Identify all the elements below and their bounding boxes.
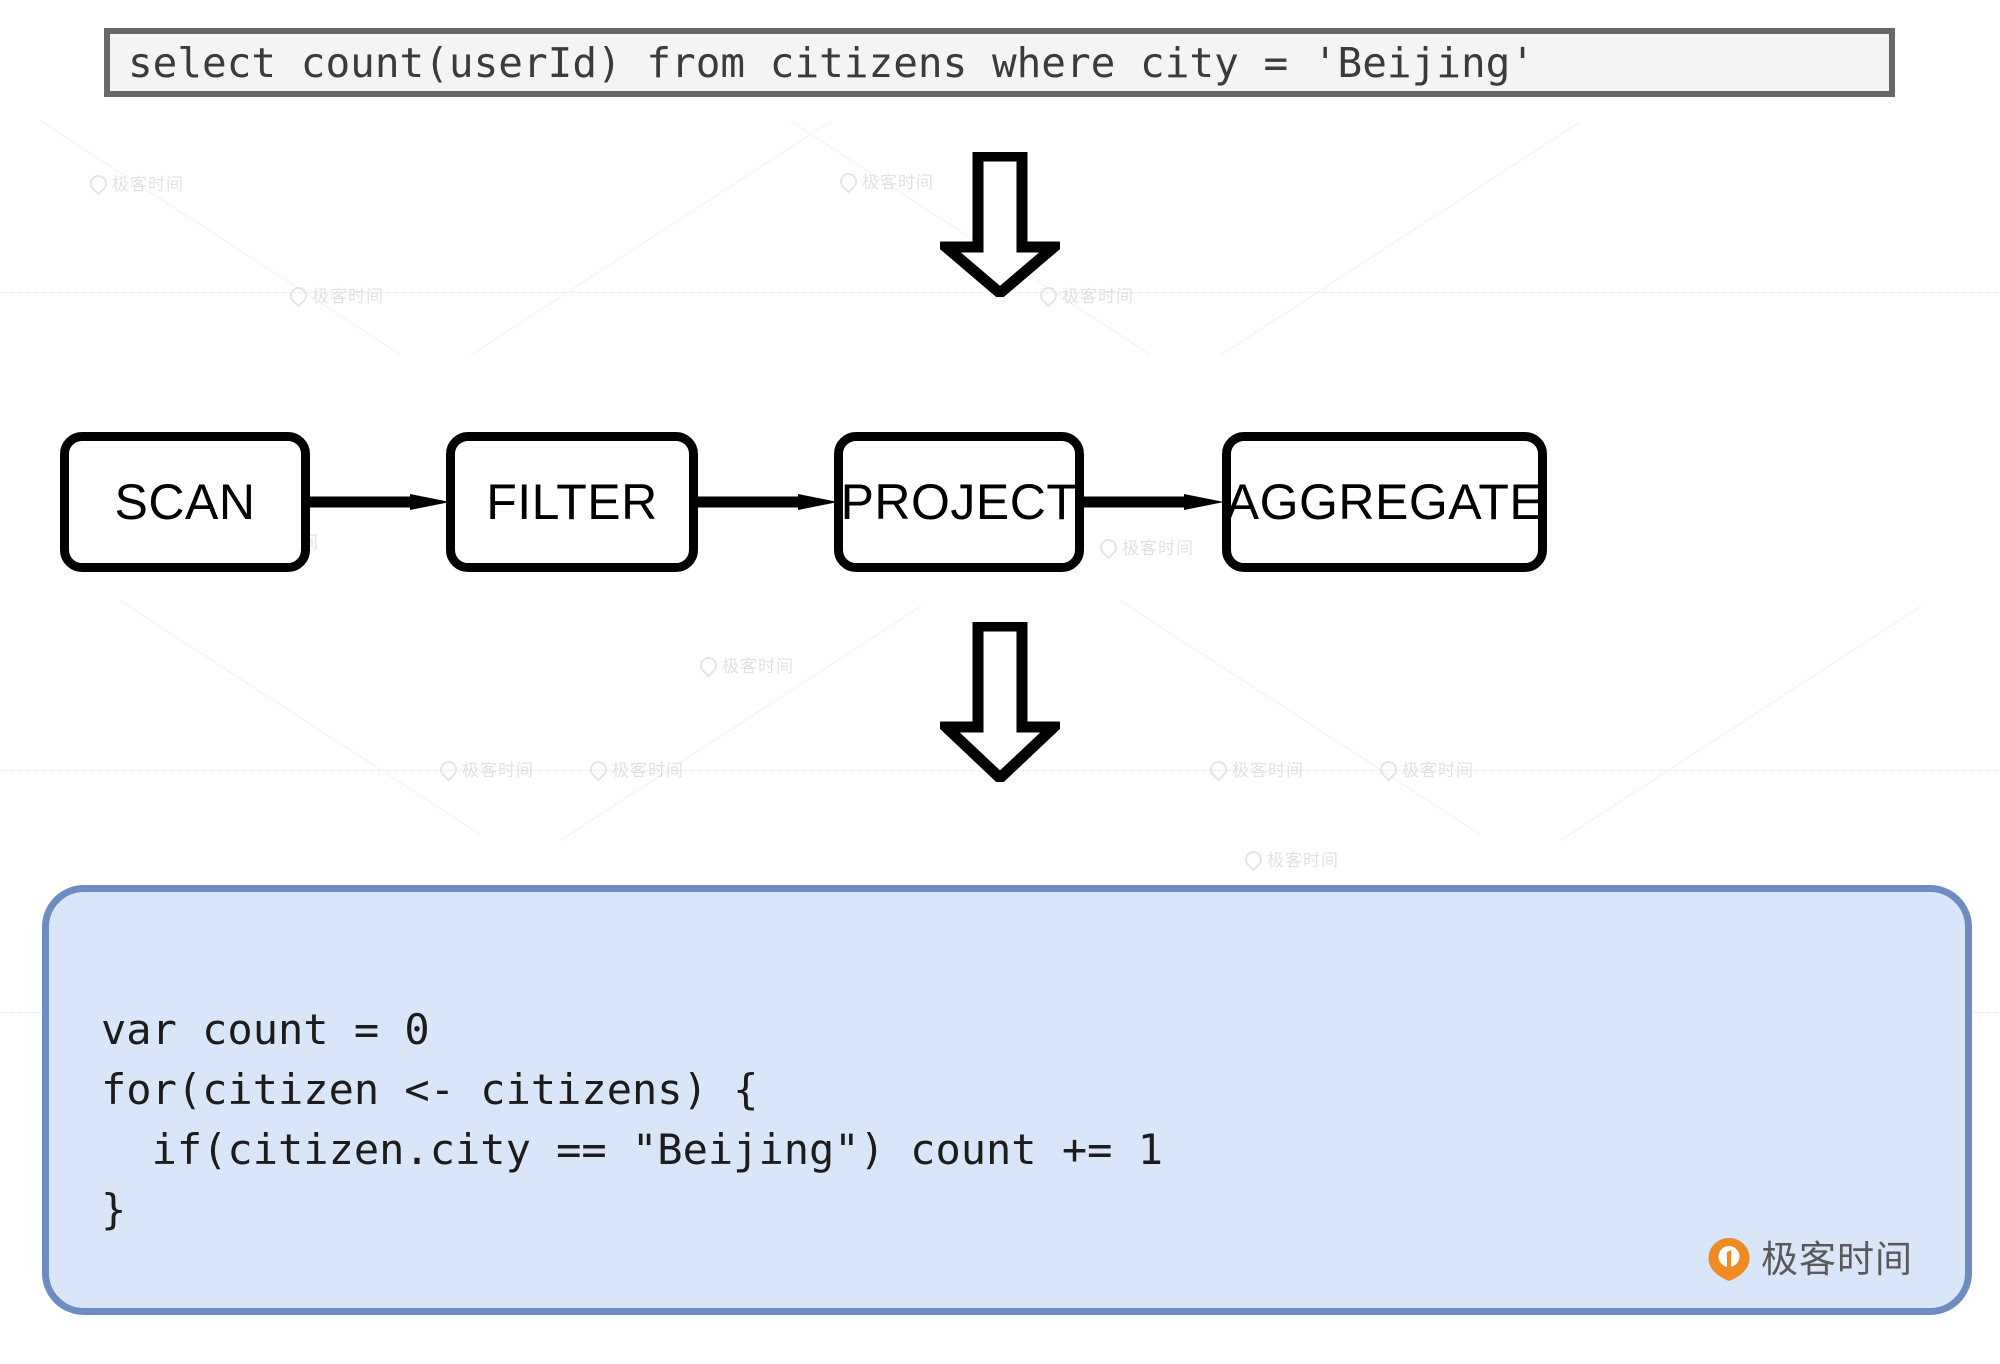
watermark-pin-icon xyxy=(1376,757,1401,782)
watermark-item: 极客时间 xyxy=(436,756,534,782)
watermark-text: 极客时间 xyxy=(1062,287,1134,306)
watermark-text: 极客时间 xyxy=(1402,761,1474,780)
watermark-pin-icon xyxy=(836,169,861,194)
arrow-right-icon xyxy=(310,494,450,510)
arrow-down-block-icon xyxy=(940,622,1060,782)
watermark-text: 极客时间 xyxy=(1232,761,1304,780)
generated-code-panel: var count = 0 for(citizen <- citizens) {… xyxy=(42,885,1972,1315)
watermark-pin-icon xyxy=(1241,847,1266,872)
sql-query-box: select count(userId) from citizens where… xyxy=(104,28,1895,97)
watermark-item: 极客时间 xyxy=(1206,756,1304,782)
watermark-diagonal xyxy=(1560,605,1922,841)
pipeline-stage-label: PROJECT xyxy=(840,474,1078,530)
watermark-item: 极客时间 xyxy=(286,282,384,308)
watermark-diagonal xyxy=(1220,120,1582,356)
watermark-text: 极客时间 xyxy=(1267,851,1339,870)
arrow-right-icon xyxy=(698,494,838,510)
watermark-text: 极客时间 xyxy=(112,175,184,194)
watermark-pin-icon xyxy=(586,757,611,782)
pipeline-stage-project[interactable]: PROJECT xyxy=(834,432,1084,572)
sql-query-text: select count(userId) from citizens where… xyxy=(128,38,1535,87)
watermark-pin-icon xyxy=(86,171,111,196)
watermark-text: 极客时间 xyxy=(462,761,534,780)
watermark-item: 极客时间 xyxy=(836,168,934,194)
query-plan-pipeline: SCAN FILTER PROJECT AGGREGATE xyxy=(0,432,2000,577)
watermark-pin-icon xyxy=(696,653,721,678)
watermark-item: 极客时间 xyxy=(586,756,684,782)
watermark-diagonal xyxy=(39,120,401,356)
watermark-item: 极客时间 xyxy=(1241,846,1339,872)
watermark-pin-icon xyxy=(286,283,311,308)
watermark-diagonal xyxy=(560,605,922,841)
watermark-diagonal xyxy=(1119,600,1481,836)
watermark-text: 极客时间 xyxy=(312,287,384,306)
watermark-text: 极客时间 xyxy=(722,657,794,676)
watermark-text: 极客时间 xyxy=(862,173,934,192)
watermark-text: 极客时间 xyxy=(612,761,684,780)
pipeline-stage-label: FILTER xyxy=(486,474,658,530)
pipeline-stage-label: AGGREGATE xyxy=(1225,474,1544,530)
arrow-right-icon xyxy=(1084,494,1224,510)
brand-name: 极客时间 xyxy=(1761,1238,1913,1280)
watermark-item: 极客时间 xyxy=(696,652,794,678)
watermark-item: 极客时间 xyxy=(86,170,184,196)
pipeline-stage-aggregate[interactable]: AGGREGATE xyxy=(1222,432,1547,572)
watermark-pin-icon xyxy=(436,757,461,782)
generated-code-text: var count = 0 for(citizen <- citizens) {… xyxy=(101,1005,1164,1234)
watermark-item: 极客时间 xyxy=(1376,756,1474,782)
brand-logo: 极客时间 xyxy=(1706,1236,1913,1282)
watermark-diagonal xyxy=(119,600,481,836)
pipeline-stage-filter[interactable]: FILTER xyxy=(446,432,698,572)
watermark-pin-icon xyxy=(1206,757,1231,782)
pipeline-stage-label: SCAN xyxy=(114,474,256,530)
geektime-pin-icon xyxy=(1706,1236,1752,1282)
arrow-down-block-icon xyxy=(940,152,1060,297)
pipeline-stage-scan[interactable]: SCAN xyxy=(60,432,310,572)
watermark-diagonal xyxy=(470,120,832,356)
